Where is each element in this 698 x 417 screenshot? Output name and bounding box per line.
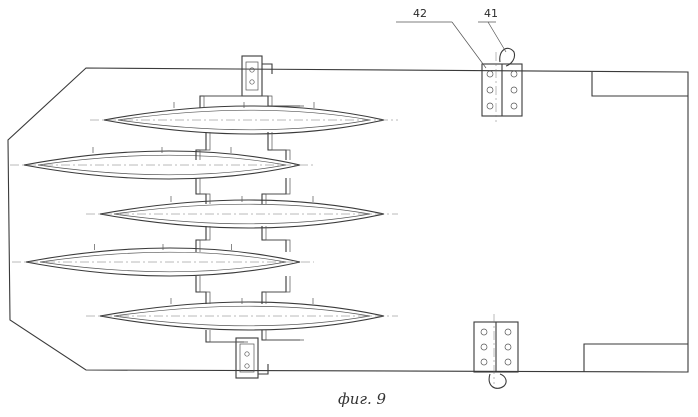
blade-2 [10,147,314,179]
figure-caption: фиг. 9 [338,390,387,408]
connector-bracket-10 [206,330,248,342]
blade-1 [90,102,398,134]
connector-bracket-11 [262,330,304,340]
connector-bracket-4 [196,178,210,204]
callout-41: 41 [484,7,498,20]
callout-42: 42 [413,7,427,20]
hinge-bottom [474,314,518,388]
leader-lines [396,22,506,68]
hinge-top [482,48,522,122]
blade-4 [12,244,314,276]
connector-bracket-7 [262,226,290,252]
connector-bracket-9 [262,276,290,304]
blade-group [10,96,398,342]
end-block-top [592,72,688,96]
blade-5 [86,298,398,330]
end-block-bottom [584,344,688,372]
connector-bracket-8 [196,276,210,304]
connector-bracket-3 [268,132,290,160]
top-mount-bracket [242,56,272,96]
blade-3 [86,196,398,228]
bottom-mount-bracket [236,338,268,378]
